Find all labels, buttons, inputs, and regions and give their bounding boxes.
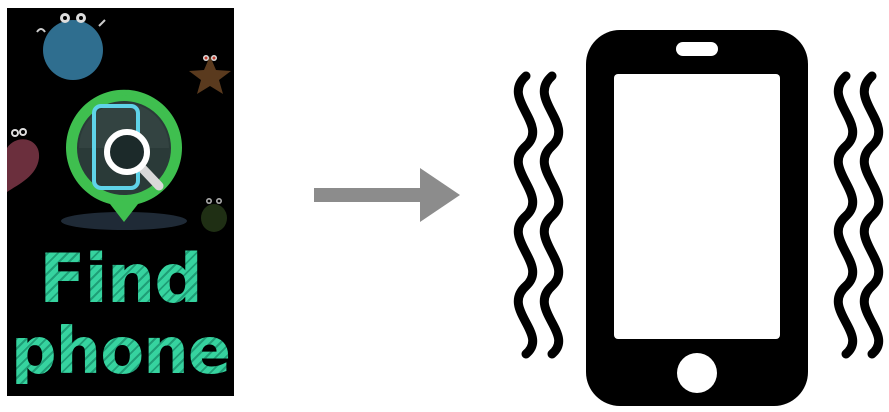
vibration-waves-left [518,76,558,354]
blue-blob-decoration [37,13,105,80]
watch-background-art [7,8,234,248]
vibrating-phone-icon [490,24,889,412]
vibration-waves-right [838,76,878,354]
green-blob-decoration [201,198,227,232]
find-phone-title-line2: phone [7,320,234,384]
find-phone-title-line1: Find [7,246,234,314]
star-decoration [189,55,231,94]
watch-screen: Find phone [7,8,234,396]
magnifier-on-phone-icon[interactable] [66,90,182,222]
right-arrow-icon [314,166,460,224]
heart-decoration [7,128,39,192]
phone-body [586,30,808,406]
